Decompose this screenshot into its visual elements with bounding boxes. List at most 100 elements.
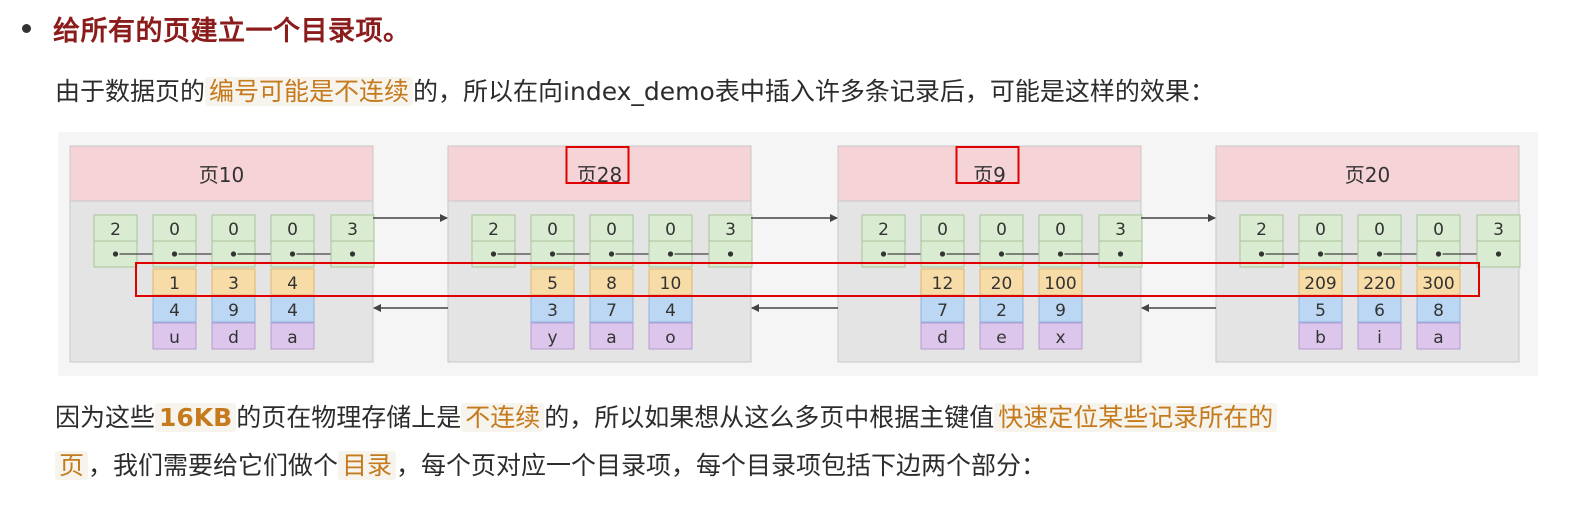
intro-text-before: 由于数据页的: [55, 77, 206, 106]
page-header: [69, 145, 374, 202]
slot-value: 0: [665, 220, 676, 240]
slot-value: 2: [1256, 220, 1267, 240]
slot-cell: [920, 214, 965, 242]
record-key: 300: [1422, 274, 1454, 294]
slot-cell: [861, 214, 906, 242]
pointer-dot: [1057, 251, 1064, 257]
record-key-cell: [589, 268, 634, 296]
slot-value: 3: [1493, 220, 1504, 240]
explain-text-1: 因为这些: [55, 403, 156, 432]
explain-highlight-locate: 快速定位某些记录所在的: [994, 403, 1278, 432]
slot-cell: [530, 214, 575, 242]
record-key-cell: [270, 268, 315, 296]
record-key: 10: [660, 274, 682, 294]
record-key: 3: [228, 274, 239, 294]
pointer-dot: [667, 251, 674, 257]
record-col3: x: [1055, 328, 1065, 348]
record-col3: d: [937, 328, 948, 348]
slot-cell: [471, 214, 516, 242]
slot-cell: [270, 214, 315, 242]
record-col2: 6: [1374, 301, 1385, 321]
page-header: [837, 145, 1142, 202]
slot-cell: [211, 214, 256, 242]
pointer-dot: [1317, 251, 1324, 257]
pointer-dot: [1435, 251, 1442, 257]
explain-highlight-page: 页: [55, 451, 89, 480]
record-key: 4: [287, 274, 298, 294]
pointer-dot: [289, 251, 296, 257]
slot-value: 2: [110, 220, 121, 240]
slot-value: 0: [1433, 220, 1444, 240]
record-col3-cell: [530, 322, 575, 350]
slot-value: 3: [347, 220, 358, 240]
slot-value: 0: [1374, 220, 1385, 240]
pointer-dot: [1495, 251, 1502, 257]
record-col3-cell: [270, 322, 315, 350]
record-col3-cell: [211, 322, 256, 350]
record-key: 8: [606, 274, 617, 294]
pointer-dot: [549, 251, 556, 257]
record-col3-cell: [920, 322, 965, 350]
pointer-dot: [727, 251, 734, 257]
record-key-cell: [1416, 268, 1461, 296]
explain-highlight-directory: 目录: [338, 451, 397, 480]
page-title-highlight: [955, 146, 1020, 184]
slot-value: 0: [606, 220, 617, 240]
record-col2-cell: [1298, 295, 1343, 323]
paragraph-explain-2: 页，我们需要给它们做个目录，每个页对应一个目录项，每个目录项包括下边两个部分：: [55, 446, 1046, 486]
record-key: 5: [547, 274, 558, 294]
pointer-dot: [939, 251, 946, 257]
record-col2-cell: [530, 295, 575, 323]
slot-cell: [1476, 214, 1521, 242]
record-col3: y: [547, 328, 557, 348]
slot-value: 0: [1315, 220, 1326, 240]
explain-highlight-discontinuous: 不连续: [461, 403, 545, 432]
pointer-dot: [490, 251, 497, 257]
record-key: 20: [991, 274, 1013, 294]
record-col3: i: [1377, 328, 1382, 348]
record-key-cell: [920, 268, 965, 296]
slot-cell: [1098, 214, 1143, 242]
record-col2-cell: [270, 295, 315, 323]
pointer-dot: [880, 251, 887, 257]
record-key: 220: [1363, 274, 1395, 294]
pointer-dot: [1258, 251, 1265, 257]
record-col3: o: [665, 328, 675, 348]
pointer-dot: [608, 251, 615, 257]
record-col2: 2: [996, 301, 1007, 321]
intro-highlight: 编号可能是不连续: [205, 77, 414, 106]
record-col3-cell: [648, 322, 693, 350]
record-col2: 4: [169, 301, 180, 321]
record-col2-cell: [1357, 295, 1402, 323]
explain-text-5: ，每个页对应一个目录项，每个目录项包括下边两个部分：: [396, 451, 1047, 480]
record-col3-cell: [1038, 322, 1083, 350]
slot-value: 0: [169, 220, 180, 240]
record-col2: 3: [547, 301, 558, 321]
slot-cell: [708, 214, 753, 242]
paragraph-intro: 由于数据页的编号可能是不连续的，所以在向index_demo表中插入许多条记录后…: [55, 72, 1215, 112]
record-key-cell: [979, 268, 1024, 296]
record-col2-cell: [979, 295, 1024, 323]
slot-cell: [979, 214, 1024, 242]
record-key-cell: [1298, 268, 1343, 296]
pointer-dot: [1376, 251, 1383, 257]
explain-text-3: 的，所以如果想从这么多页中根据主键值: [544, 403, 995, 432]
slot-value: 0: [547, 220, 558, 240]
bullet-dot: [22, 23, 31, 33]
slot-cell: [152, 214, 197, 242]
record-col2-cell: [920, 295, 965, 323]
slot-cell: [1298, 214, 1343, 242]
slot-cell: [330, 214, 375, 242]
record-col3-cell: [1416, 322, 1461, 350]
record-col2-cell: [648, 295, 693, 323]
explain-highlight-size: 16KB: [155, 403, 237, 432]
slot-value: 0: [1055, 220, 1066, 240]
pointer-dot: [998, 251, 1005, 257]
slot-value: 2: [488, 220, 499, 240]
explain-text-2: 的页在物理存储上是: [236, 403, 462, 432]
record-col3: b: [1315, 328, 1326, 348]
bullet-heading: 给所有的页建立一个目录项。: [22, 8, 411, 48]
slot-value: 3: [725, 220, 736, 240]
